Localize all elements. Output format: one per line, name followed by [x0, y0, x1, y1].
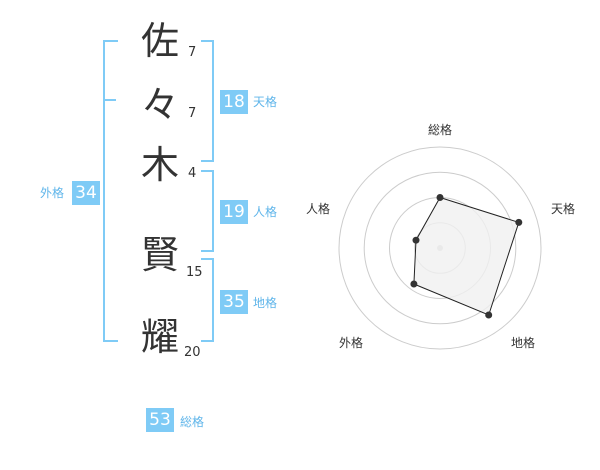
radar-point-2	[515, 218, 523, 226]
stroke-count-4: 15	[186, 265, 203, 280]
chikaku-label: 地格	[253, 296, 278, 310]
gaikaku-bracket	[103, 40, 118, 342]
radar-ring-4	[338, 146, 542, 350]
radar-ring-3	[363, 171, 517, 325]
gaikaku-label: 外格	[40, 186, 65, 200]
stroke-count-1: 7	[188, 45, 197, 60]
name-char-2: 々	[140, 83, 179, 127]
chikaku-bracket	[201, 258, 214, 342]
gaikaku-value: 34	[72, 181, 100, 205]
soukaku-label: 総格	[180, 415, 205, 429]
jinkaku-label: 人格	[253, 205, 278, 219]
soukaku-value: 53	[146, 408, 174, 432]
name-char-4: 賢	[140, 233, 179, 277]
radar-axis-label-gaikaku: 外格	[339, 336, 364, 350]
tenkaku-label: 天格	[253, 95, 278, 109]
stroke-count-3: 4	[188, 166, 197, 181]
radar-point-4	[410, 280, 418, 288]
gaikaku-bracket-tick	[105, 99, 116, 101]
radar-axis-label-tenkaku: 天格	[551, 202, 576, 216]
stroke-count-2: 7	[188, 106, 197, 121]
jinkaku-value: 19	[220, 200, 248, 224]
chikaku-value: 35	[220, 290, 248, 314]
radar-series-polygon	[413, 196, 520, 316]
name-char-5: 耀	[140, 315, 179, 359]
radar-point-1	[436, 194, 444, 201]
jinkaku-bracket	[201, 170, 214, 252]
radar-chart	[338, 146, 542, 350]
stroke-count-5: 20	[184, 345, 201, 360]
radar-axis-label-jinkaku: 人格	[306, 202, 331, 216]
radar-point-3	[485, 311, 493, 319]
radar-point-5	[412, 236, 420, 244]
radar-axis-label-chikaku: 地格	[511, 336, 536, 350]
tenkaku-value: 18	[220, 90, 248, 114]
radar-axis-label-soukaku: 総格	[428, 123, 453, 137]
name-char-3: 木	[140, 143, 179, 187]
name-char-1: 佐	[140, 19, 179, 63]
tenkaku-bracket	[201, 40, 214, 162]
